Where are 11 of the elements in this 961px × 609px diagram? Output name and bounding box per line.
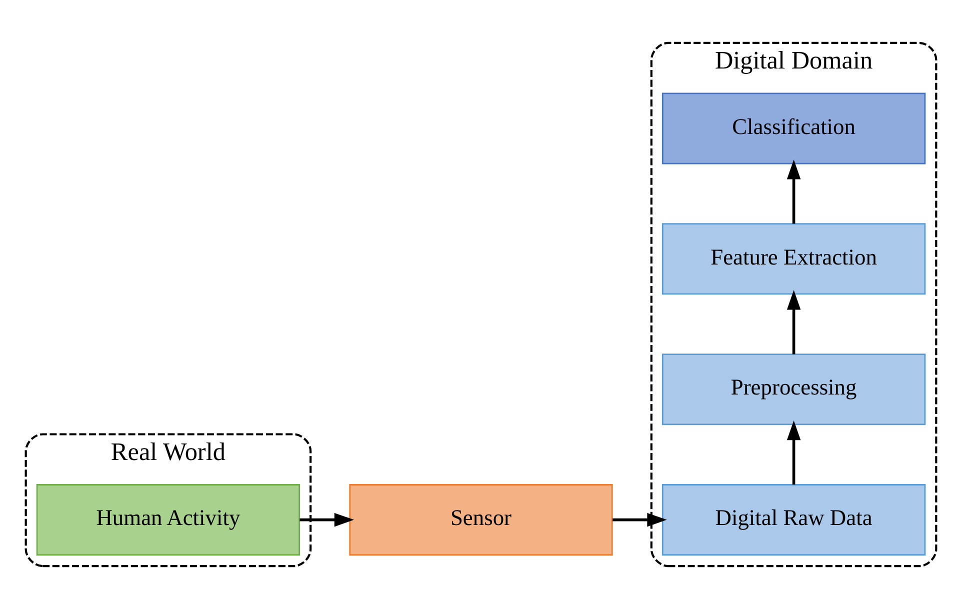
node-box: Classification — [661, 92, 926, 164]
arrow — [612, 512, 666, 527]
node-box: Feature Extraction — [661, 223, 926, 295]
node-box: Sensor — [348, 484, 612, 556]
arrow — [786, 420, 800, 485]
arrow — [786, 160, 800, 224]
node-box: Digital Raw Data — [661, 484, 926, 556]
arrow — [786, 290, 800, 354]
arrow — [299, 512, 354, 527]
node-box: Human Activity — [36, 484, 300, 556]
node-box: Preprocessing — [661, 354, 926, 426]
